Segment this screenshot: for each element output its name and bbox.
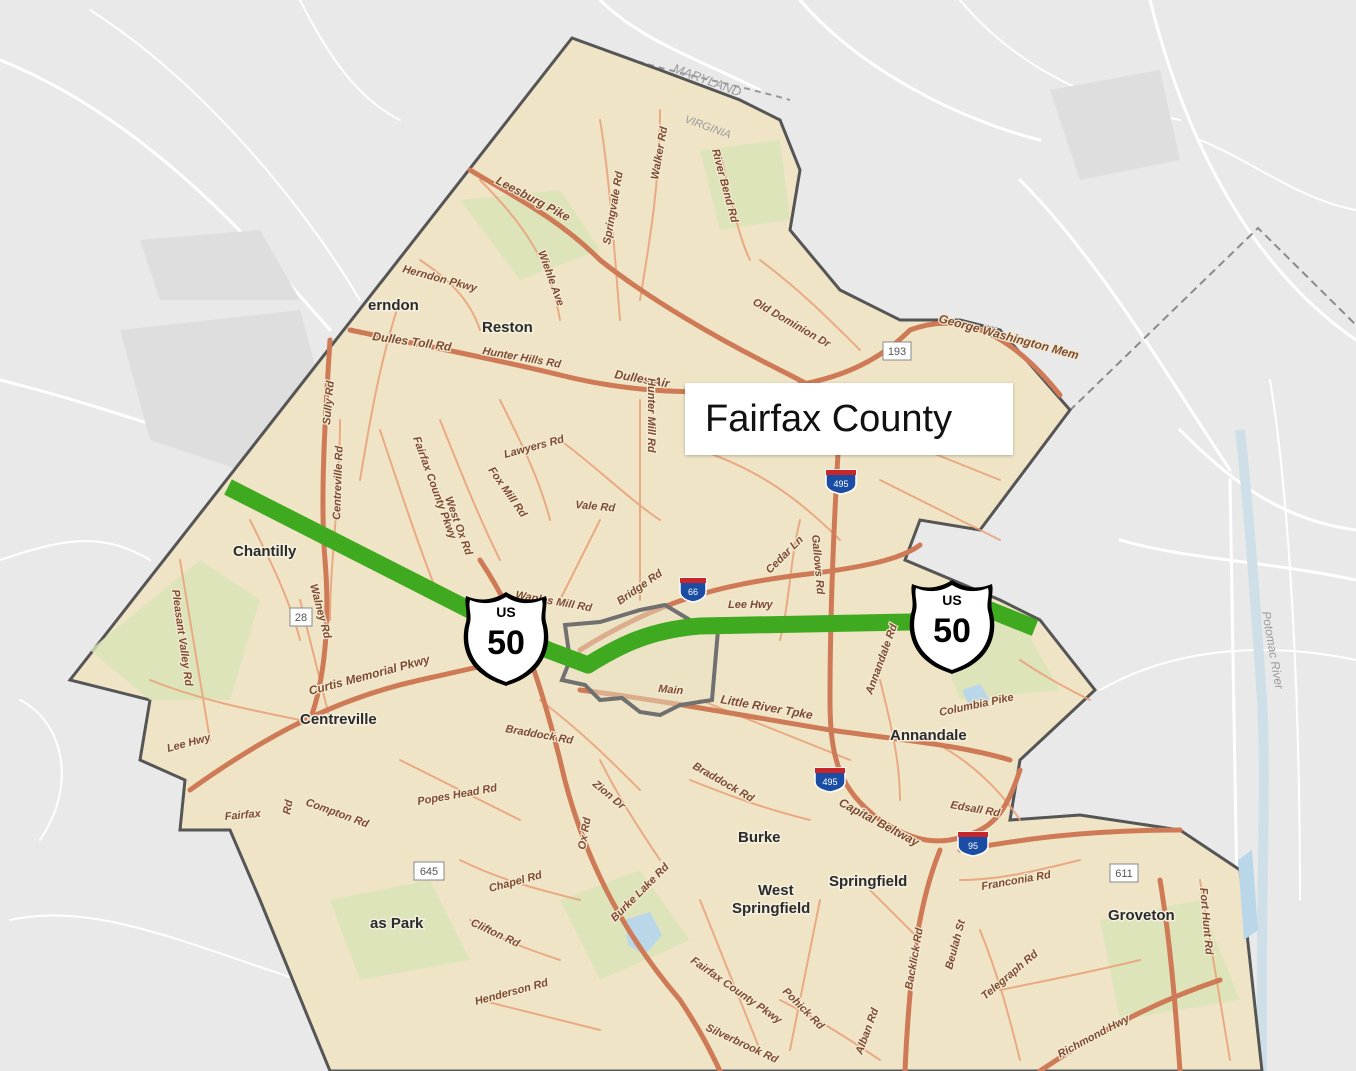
svg-text:193: 193: [888, 346, 906, 358]
us50-shield-number: 50: [933, 612, 971, 650]
svg-text:95: 95: [968, 841, 978, 851]
us50-shield-prefix: US: [496, 604, 516, 620]
us50-route-highlight: [224, 479, 1039, 674]
place-west-springfield-line1: West: [758, 882, 794, 899]
svg-text:Hunter Mill Rd: Hunter Mill Rd: [645, 378, 657, 453]
route-645-badge: 645: [413, 861, 445, 881]
svg-text:66: 66: [688, 587, 698, 597]
route-611-badge: 611: [1109, 863, 1139, 883]
map-title: Fairfax County: [705, 397, 953, 440]
svg-text:Lee Hwy: Lee Hwy: [728, 599, 774, 611]
place-herndon: erndon: [368, 297, 419, 314]
place-park: as Park: [370, 915, 424, 932]
svg-text:Sully Rd: Sully Rd: [321, 380, 337, 425]
svg-text:Vale Rd: Vale Rd: [575, 499, 616, 514]
potomac-river: [1235, 429, 1269, 1071]
svg-text:28: 28: [295, 612, 307, 624]
place-chantilly: Chantilly: [233, 543, 297, 560]
place-burke: Burke: [738, 829, 781, 846]
place-centreville: Centreville: [300, 711, 377, 728]
interstate-495-badge-south: 495: [814, 767, 846, 793]
svg-text:Centreville Rd: Centreville Rd: [331, 445, 346, 520]
county-parks: [90, 140, 1240, 1020]
route-193-badge: 193: [882, 341, 912, 361]
county-area: [67, 36, 1264, 1071]
svg-text:Main: Main: [658, 683, 684, 697]
place-annandale: Annandale: [890, 727, 967, 744]
place-reston: Reston: [482, 319, 533, 336]
us50-shield-west: US 50: [460, 590, 552, 688]
us50-shield-east: US 50: [906, 578, 998, 676]
us-route-shield-icon: [463, 592, 549, 686]
interstate-66-badge: 66: [679, 577, 707, 603]
place-west-springfield-line2: Springfield: [732, 900, 810, 917]
svg-text:Rd: Rd: [281, 799, 295, 816]
map-title-box: Fairfax County: [685, 383, 1013, 455]
lakes: [625, 684, 1258, 955]
svg-text:495: 495: [822, 777, 837, 787]
dc-boundary: [1059, 226, 1356, 421]
interstate-95-badge: 95: [957, 831, 989, 857]
us-route-shield-icon: [909, 580, 995, 674]
svg-text:645: 645: [420, 866, 438, 878]
us50-shield-prefix: US: [942, 592, 962, 608]
us50-shield-number: 50: [487, 624, 525, 662]
place-groveton: Groveton: [1108, 907, 1175, 924]
svg-text:495: 495: [833, 479, 848, 489]
interstate-495-badge-north: 495: [825, 469, 857, 495]
place-springfield: Springfield: [829, 873, 907, 890]
maryland-boundary: [574, 39, 791, 101]
route-28-badge: 28: [289, 607, 313, 627]
svg-text:611: 611: [1115, 868, 1133, 880]
svg-text:Fairfax: Fairfax: [224, 808, 262, 823]
